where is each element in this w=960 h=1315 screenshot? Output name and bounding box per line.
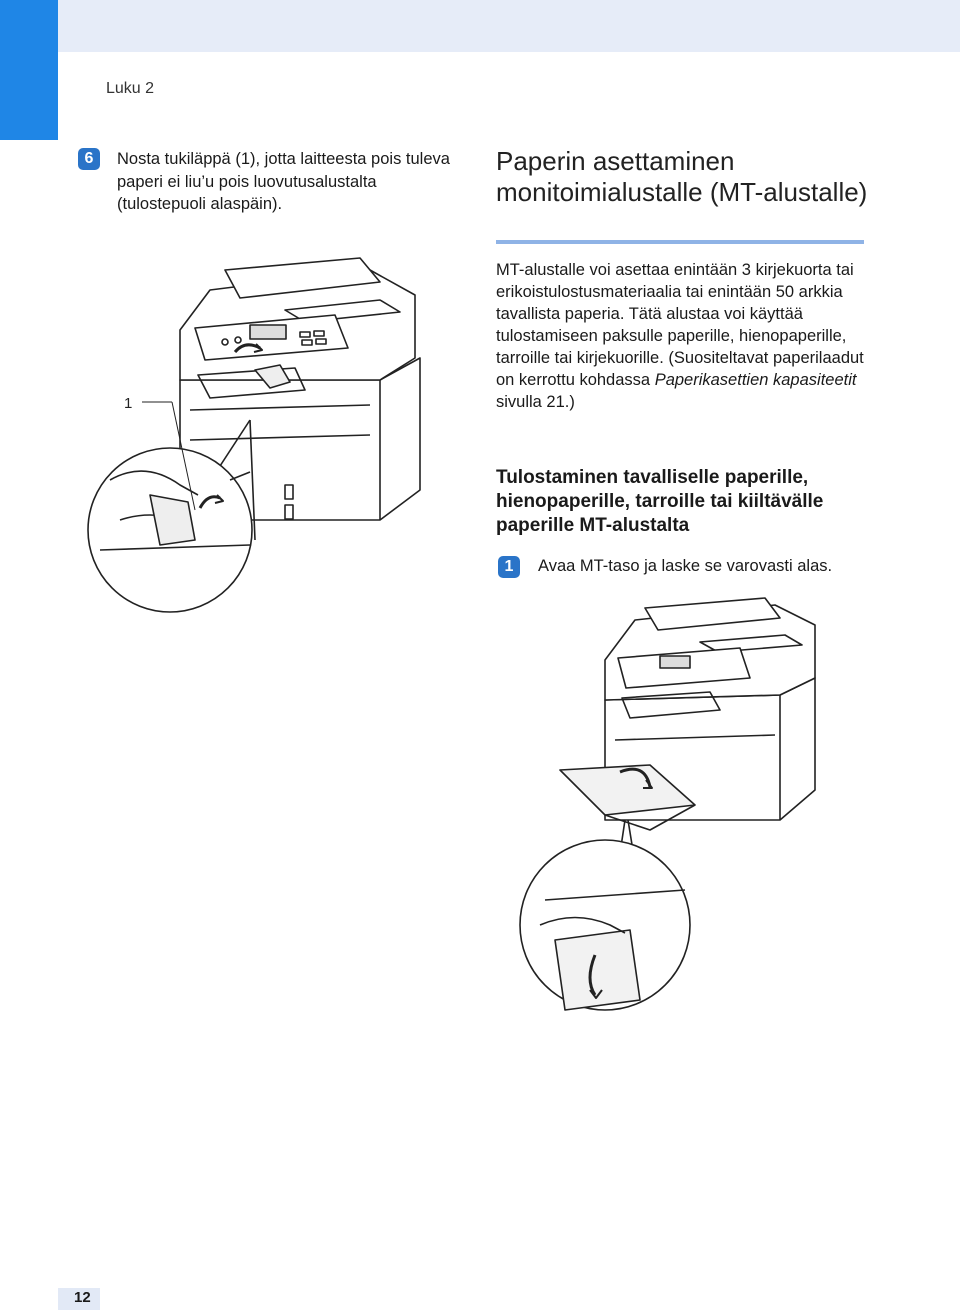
section-divider (496, 240, 864, 244)
section-body-text: MT-alustalle voi asettaa enintään 3 kirj… (496, 261, 864, 389)
step-1-text: Avaa MT-taso ja laske se varovasti alas. (538, 557, 833, 575)
printer-support-flap-illustration: 1 (87, 257, 421, 613)
header-band (58, 0, 960, 52)
subsection-heading: Tulostaminen tavalliselle paperille, hie… (496, 467, 824, 536)
chapter-color-block (0, 0, 58, 140)
figure-callout-1: 1 (124, 395, 132, 412)
page-number-box (58, 1288, 100, 1310)
page-number: 12 (74, 1289, 91, 1306)
section-title: Paperin asettaminen monitoimialustalle (… (496, 146, 868, 207)
printer-mp-tray-illustration (519, 597, 816, 1011)
section-body-end: sivulla 21.) (496, 393, 575, 411)
cross-reference-link: Paperikasettien kapasiteetit (654, 371, 857, 389)
chapter-label: Luku 2 (106, 80, 155, 97)
step-6-text: Nosta tukiläppä (1), jotta laitteesta po… (117, 150, 450, 213)
section-body: MT-alustalle voi asettaa enintään 3 kirj… (496, 259, 866, 413)
step-6-badge: 6 (78, 148, 100, 170)
step-1-badge: 1 (498, 556, 520, 578)
